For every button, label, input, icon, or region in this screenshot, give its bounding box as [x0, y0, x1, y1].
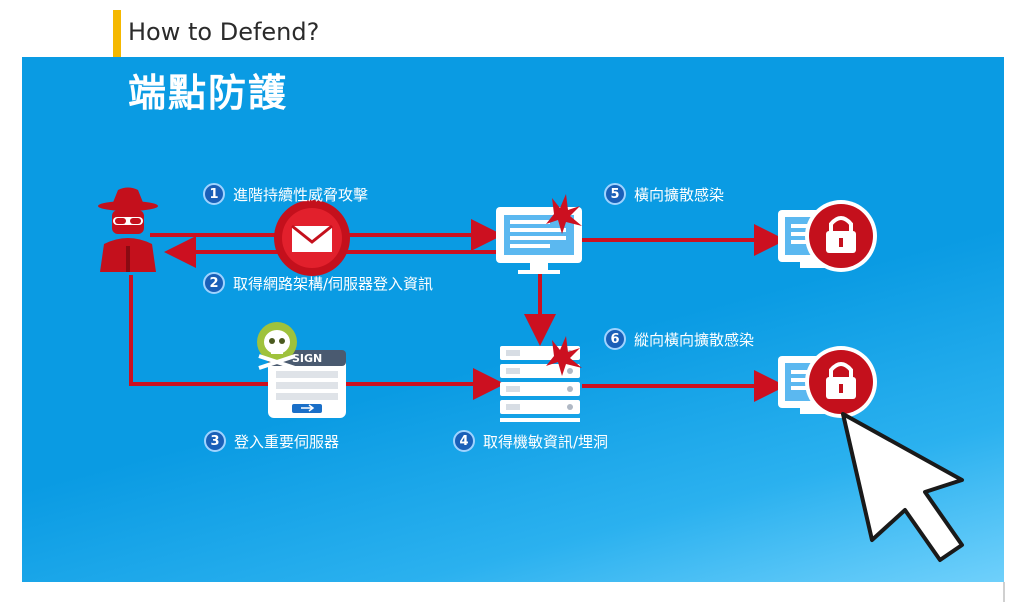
slide-title: 端點防護	[128, 71, 289, 115]
step-badge: 5	[604, 183, 626, 205]
step-5: 5 橫向擴散感染	[604, 183, 724, 205]
step-badge: 3	[204, 430, 226, 452]
step-3: 3 登入重要伺服器	[204, 430, 339, 452]
step-1: 1 進階持續性威脅攻擊	[203, 183, 368, 205]
cursor-icon	[841, 412, 964, 562]
flow-arrows	[129, 219, 786, 402]
step-label: 進階持續性威脅攻擊	[233, 185, 369, 204]
step-badge: 4	[453, 430, 475, 452]
step-label: 登入重要伺服器	[234, 432, 340, 451]
step-badge: 2	[203, 272, 225, 294]
step-6: 6 縱向橫向擴散感染	[604, 328, 754, 350]
step-label: 縱向橫向擴散感染	[634, 330, 755, 349]
hacker-icon	[98, 187, 158, 272]
diagram-panel	[22, 57, 1004, 582]
step-label: 橫向擴散感染	[634, 185, 725, 204]
slide-subtitle: How to Defend?	[128, 18, 320, 46]
step-label: 取得機敏資訊/埋洞	[483, 432, 609, 451]
step-badge: 1	[203, 183, 225, 205]
sign-label: SIGN	[292, 352, 322, 365]
arrow-step3	[129, 275, 505, 400]
skull-icon	[257, 322, 297, 370]
compromised-monitor-icon	[496, 194, 582, 274]
divider	[1003, 582, 1005, 602]
email-icon	[274, 200, 350, 276]
step-2: 2 取得網路架構/伺服器登入資訊	[203, 272, 433, 294]
step-4: 4 取得機敏資訊/埋洞	[453, 430, 608, 452]
locked-monitor-bottom-icon	[778, 346, 877, 418]
step-badge: 6	[604, 328, 626, 350]
step-label: 取得網路架構/伺服器登入資訊	[233, 274, 434, 293]
server-icon	[500, 336, 582, 422]
locked-monitor-top-icon	[778, 200, 877, 272]
